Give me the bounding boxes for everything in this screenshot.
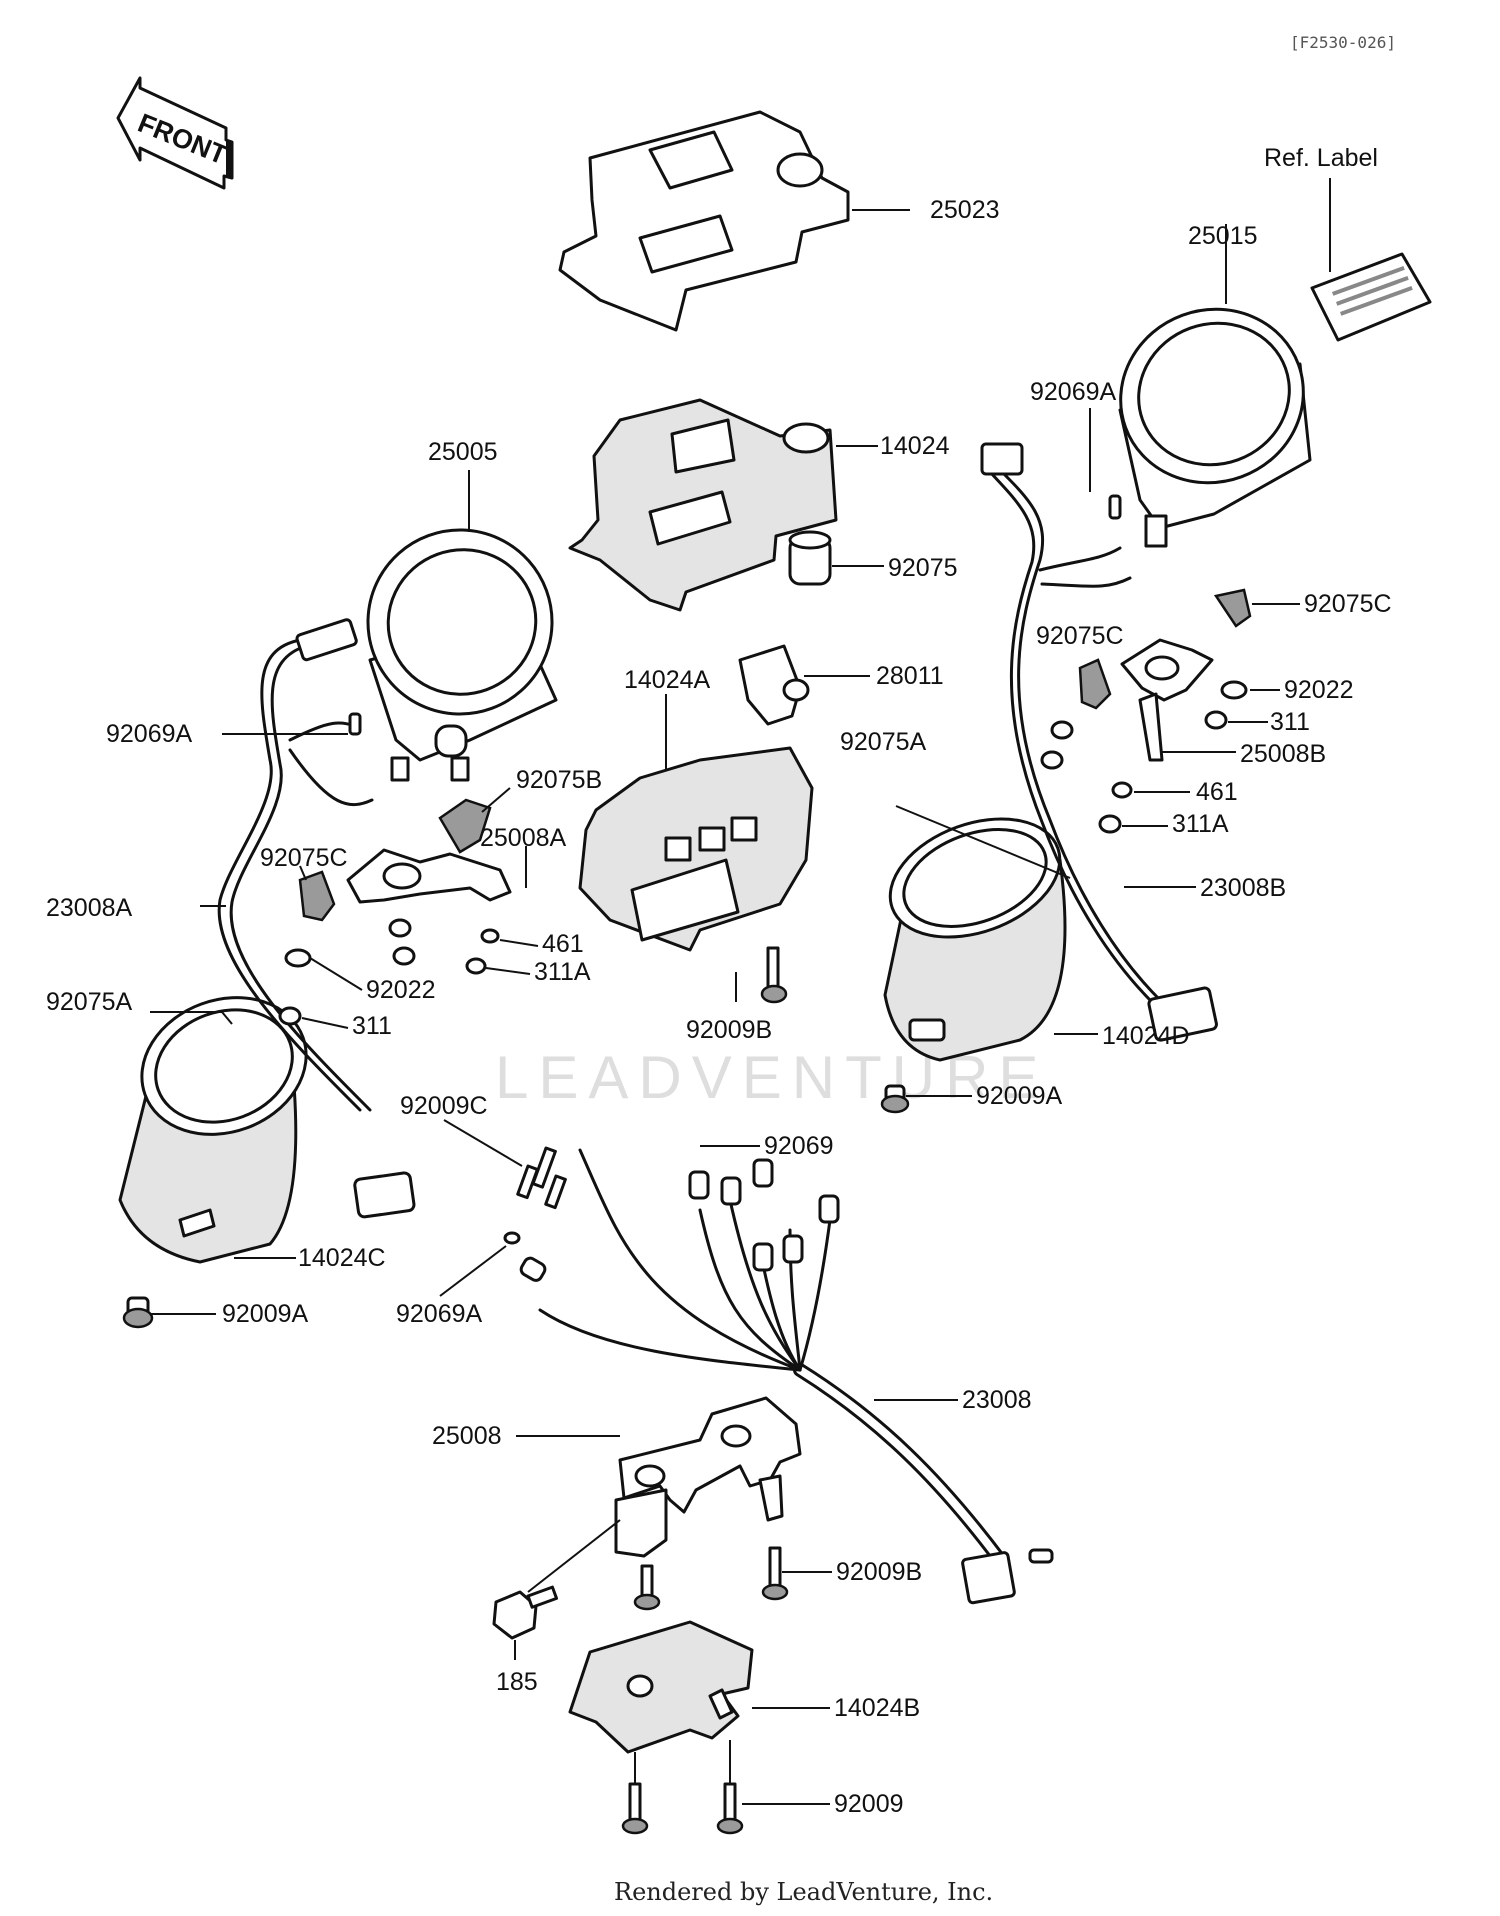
bolt-185-part: [492, 1519, 621, 1660]
washer-461-right-part: [1111, 781, 1190, 799]
callout-14024c: 14024C: [298, 1244, 386, 1272]
callout-92009a-right: 92009A: [976, 1082, 1063, 1110]
callout-25023: 25023: [930, 196, 1000, 224]
callout-25008: 25008: [432, 1422, 502, 1450]
screws-92009-part: [621, 1740, 830, 1835]
callout-28011: 28011: [876, 662, 944, 690]
rubber-92075b-part: [438, 787, 511, 854]
callout-23008b: 23008B: [1200, 874, 1286, 902]
upper-cover-part: [558, 110, 910, 332]
callout-311a-left: 311A: [534, 958, 591, 986]
callout-92075a-left: 92075A: [46, 988, 133, 1016]
callout-23008a: 23008A: [46, 894, 133, 922]
main-harness-part: [538, 1148, 1054, 1605]
bottom-cover-part: [568, 1620, 830, 1754]
rubber-92075c-right-part: [1078, 658, 1112, 710]
bracket-right-part: [1120, 638, 1236, 762]
callout-311a-right: 311A: [1172, 810, 1229, 838]
left-meter-cup-part: [118, 996, 308, 1264]
nut-311a-right-part: [1098, 814, 1168, 834]
nut-311-left-part: [278, 1006, 349, 1029]
callout-92009b-center: 92009B: [686, 1016, 772, 1044]
callout-311-right: 311: [1270, 708, 1310, 736]
callout-14024d: 14024D: [1102, 1022, 1190, 1050]
callout-92069a-right: 92069A: [1030, 378, 1117, 406]
bracket-left-part: [346, 846, 527, 904]
callout-14024a: 14024A: [624, 666, 711, 694]
screws-92009c-part: [443, 1119, 567, 1210]
callout-92069a-left: 92069A: [106, 720, 193, 748]
washer-92022-right-part: [1220, 680, 1280, 700]
callout-14024b: 14024B: [834, 1694, 920, 1722]
front-arrow-icon: FRONT: [116, 76, 234, 190]
screw-part: [735, 946, 788, 1004]
callout-25008b: 25008B: [1240, 740, 1326, 768]
indicator-housing-part: [578, 694, 814, 952]
callout-92022-right: 92022: [1284, 676, 1354, 704]
socket-part: [738, 644, 870, 726]
rubber-92075c-top-part: [1213, 588, 1300, 628]
grommet-part: [788, 530, 884, 586]
callout-92075b: 92075B: [516, 766, 602, 794]
bulb-left-part: [222, 712, 362, 736]
bulb-center-part: [439, 1231, 547, 1297]
left-meter-part: [366, 470, 558, 782]
nut-center-left-part: [388, 918, 416, 966]
callout-92075c-right-bracket: 92075C: [1036, 622, 1124, 650]
callout-92069a-center: 92069A: [396, 1300, 483, 1328]
callout-92009b-bottom: 92009B: [836, 1558, 922, 1586]
callout-25005: 25005: [428, 438, 498, 466]
callout-92075c-left: 92075C: [260, 844, 348, 872]
screw-left-part: [122, 1296, 216, 1329]
rubber-92075c-left-part: [298, 865, 336, 922]
left-harness-part: [200, 618, 416, 1219]
nut-311a-left-part: [465, 957, 531, 975]
nut-center-right-part: [1040, 720, 1074, 770]
callout-461-right: 461: [1196, 778, 1238, 806]
ref-label-text: Ref. Label: [1264, 144, 1378, 172]
nut-311-right-part: [1204, 710, 1268, 730]
callout-92075: 92075: [888, 554, 958, 582]
right-meter-part: [1118, 224, 1312, 548]
ref-label-sticker: [1310, 178, 1432, 342]
right-harness-part: [980, 442, 1218, 1042]
callout-14024: 14024: [880, 432, 950, 460]
washer-92022-left-part: [284, 948, 363, 991]
meter-case-part: [568, 398, 878, 612]
callout-92022-left: 92022: [366, 976, 436, 1004]
callout-311-left: 311: [352, 1012, 392, 1040]
callout-25015: 25015: [1188, 222, 1258, 250]
screw-right-part: [880, 1084, 972, 1114]
callout-461-left: 461: [542, 930, 584, 958]
callout-185: 185: [496, 1668, 538, 1696]
right-meter-cup-part: [883, 805, 1098, 1062]
bulb-right-part: [1089, 408, 1122, 520]
callout-92009c: 92009C: [400, 1092, 488, 1120]
callout-92009: 92009: [834, 1790, 904, 1818]
footer-credit: Rendered by LeadVenture, Inc.: [614, 1878, 993, 1906]
bottom-bracket-part: [516, 1396, 802, 1558]
diagram-code: [F2530-026]: [1290, 33, 1396, 52]
callout-23008: 23008: [962, 1386, 1032, 1414]
callout-25008a: 25008A: [480, 824, 567, 852]
callout-92069: 92069: [764, 1132, 834, 1160]
callout-92075a-right: 92075A: [840, 728, 927, 756]
callout-92009a-left: 92009A: [222, 1300, 309, 1328]
bulb-cluster-part: [688, 1145, 840, 1272]
callout-92075c-right: 92075C: [1304, 590, 1392, 618]
screws-92009b-bottom-part: [633, 1546, 832, 1611]
washer-461-left-part: [480, 928, 539, 947]
